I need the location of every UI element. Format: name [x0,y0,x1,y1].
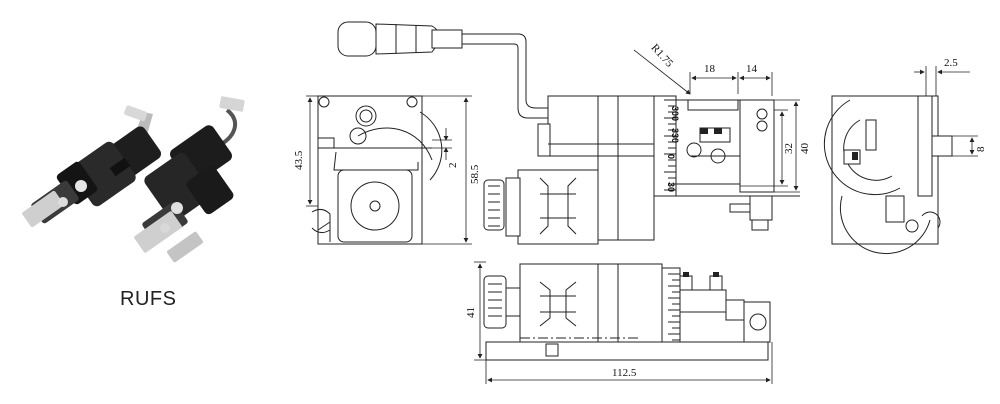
dim-2: 2 [447,163,459,169]
left-view-dimensions [306,95,472,245]
left-end-view [311,95,443,245]
product-photo-graphic [22,96,245,263]
fitting-details [683,128,858,277]
dim-32: 32 [783,143,795,154]
dim-radius: R1.75 [649,42,676,70]
dim-112-5: 112.5 [612,367,637,379]
dim-40: 40 [799,143,811,155]
cable-connector [337,21,548,119]
scale-0: 0 [666,154,676,159]
product-photo [15,90,260,280]
dim-8: 8 [975,146,987,152]
dim-43-5: 43.5 [293,150,305,170]
dim-2-5: 2.5 [944,57,958,69]
scale-labels: 300 330 0 30 [666,106,680,192]
left-actuator-photo [22,105,162,228]
right-end-view [823,95,953,255]
bottom-side-view [483,262,771,366]
dim-41: 41 [465,307,477,318]
dim-18: 18 [704,63,716,75]
main-view-dimensions [633,49,800,193]
dim-58-5: 58.5 [469,164,481,184]
right-view-dimensions [914,66,978,157]
scale-330: 330 [670,128,680,143]
product-name: RUFS [120,288,177,310]
scale-300: 300 [670,106,680,121]
right-actuator-photo [134,96,245,263]
dim-14: 14 [746,63,758,75]
main-top-view [483,95,800,245]
bottom-view-dimensions [474,261,773,384]
scale-30: 30 [666,182,676,192]
